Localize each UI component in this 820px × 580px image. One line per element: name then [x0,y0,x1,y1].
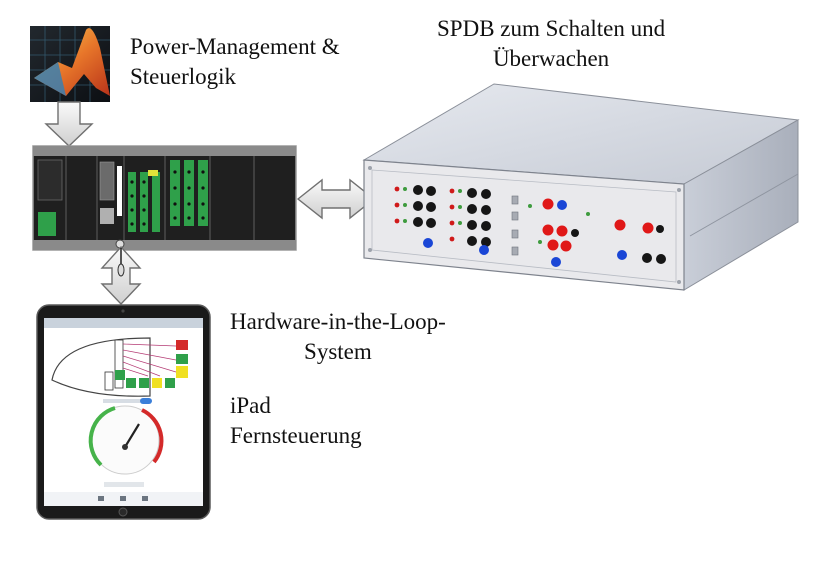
power-management-line1: Power-Management & [130,34,340,59]
spdb-box-icon [362,83,800,291]
hil-line2: System [304,339,372,364]
plc-rack-icon [32,145,297,251]
ipad-line1: iPad [230,393,271,418]
power-management-line2: Steuerlogik [130,64,237,89]
ipad-icon [36,304,211,520]
ipad-label: iPad Fernsteuerung [230,391,362,451]
double-arrow-vertical-icon [100,245,142,306]
spdb-line1: SPDB zum Schalten und [437,16,666,41]
hil-line1: Hardware-in-the-Loop- [230,309,446,334]
double-arrow-horizontal-icon [296,178,376,220]
spdb-label: SPDB zum Schalten und Überwachen [437,14,665,74]
down-arrow-icon [44,101,94,147]
matlab-logo-icon [30,26,110,102]
hil-label: Hardware-in-the-Loop- System [230,307,446,367]
ipad-line2: Fernsteuerung [230,423,362,448]
spdb-line2: Überwachen [492,46,610,71]
power-management-label: Power-Management & Steuerlogik [130,32,340,92]
